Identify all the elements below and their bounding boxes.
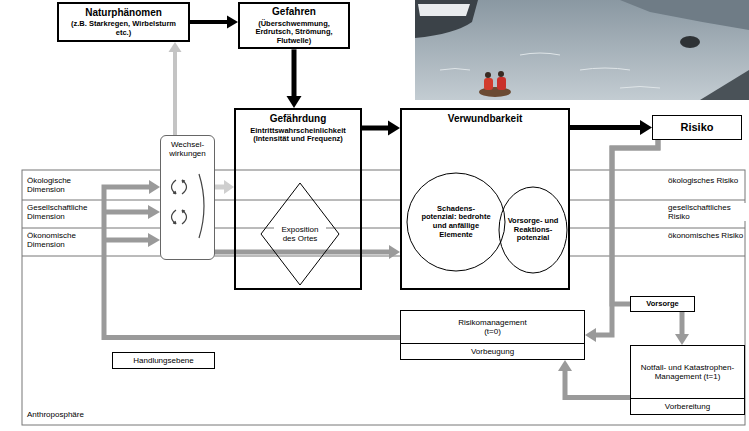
connector	[675, 312, 689, 345]
text-label: Gesellschaftliche Dimension	[27, 203, 99, 221]
connector-line	[570, 125, 641, 130]
arrow-head	[675, 334, 689, 345]
hull-corner	[700, 70, 749, 100]
connector	[558, 360, 630, 398]
node-title: Vorsorge- und Reaktions- potenzial	[507, 217, 559, 243]
node-title: Risikomanagement (t=0)	[401, 311, 584, 343]
far-bank	[620, 0, 749, 30]
precaution-box: Vorsorge	[630, 296, 695, 312]
arrow-head	[169, 42, 182, 52]
node-title: Vorsorge	[646, 300, 678, 309]
interaction-ground	[160, 135, 215, 260]
connector	[190, 16, 238, 29]
connector	[215, 180, 234, 194]
connector-line	[215, 185, 225, 190]
arrow-head	[149, 180, 160, 194]
water	[415, 0, 749, 100]
connector-line	[173, 51, 177, 135]
arrow-head	[640, 120, 652, 135]
connector-line	[292, 49, 297, 97]
node-title: Notfall- und Katastrophen- Management (t…	[631, 346, 744, 398]
connector	[215, 245, 400, 259]
node-title: Verwundbarkeit	[448, 113, 522, 125]
action-level-box: Handlungsebene	[112, 352, 215, 369]
text-label: Ökologische Dimension	[27, 176, 99, 194]
node-title: Risiko	[680, 121, 713, 134]
arrow-head	[224, 180, 234, 194]
node-title: Schadens- potenzial: bedrohte und anfäll…	[420, 205, 492, 240]
connector-line	[362, 126, 389, 131]
text-label: Anthroposphäre	[27, 410, 84, 419]
ripples	[440, 53, 660, 88]
connector	[362, 121, 400, 136]
node-title: Exposition des Ortes	[274, 225, 326, 243]
rowing-boat	[479, 71, 511, 97]
connector	[287, 49, 302, 108]
node-title: Gefährdung	[270, 113, 327, 125]
dimension-arrows	[104, 205, 160, 247]
arrow-head	[585, 328, 596, 342]
connector-line	[104, 187, 400, 338]
connector	[104, 180, 400, 338]
text-label: Ökonomische Dimension	[27, 231, 99, 249]
node-text: (z.B. Starkregen, Wirbelsturm etc.)	[63, 20, 184, 37]
text-label: gesellschaftliches Risiko	[668, 203, 746, 221]
hazard-level-box: GefährdungEintrittswahrscheinlichkeit (I…	[234, 108, 362, 290]
anthroposphere-frame	[22, 170, 745, 425]
node-title: Wechsel- wirkungen	[163, 140, 212, 158]
arrow-head	[389, 245, 400, 259]
coping-ellipse: Vorsorge- und Reaktions- potenzial	[498, 186, 568, 274]
interaction-swirls	[172, 174, 205, 238]
arrow-head	[388, 121, 400, 136]
arrow-head	[287, 96, 302, 108]
arrow-head	[558, 360, 572, 371]
emergency-management-box: Notfall- und Katastrophen- Management (t…	[630, 345, 745, 415]
exposure-diamond: Exposition des Ortes	[260, 182, 340, 286]
connector-line	[612, 140, 658, 304]
node-text: (Überschwemmung, Erdrutsch, Strömung, Fl…	[243, 20, 345, 46]
connector-line	[680, 312, 685, 335]
phenomenon-box: Naturphänomen(z.B. Starkregen, Wirbelstu…	[57, 2, 190, 42]
vulnerability-box: VerwundbarkeitSchadens- potenzial: bedro…	[400, 108, 570, 290]
connector-line	[215, 250, 390, 255]
hazard-box: Gefahren (Überschwemmung, Erdrutsch, Strö…	[238, 2, 350, 49]
connector-line	[565, 370, 630, 398]
ellipse-shape	[499, 187, 567, 273]
node-title: Naturphänomen	[85, 7, 162, 19]
node-text: Vorbereitung	[631, 398, 744, 414]
connector-line	[190, 20, 228, 24]
text-label: ökologisches Risiko	[668, 176, 738, 185]
dimension-band-lines	[22, 200, 745, 256]
node-text: Vorbeugung	[401, 343, 584, 359]
damage-ellipse: Schadens- potenzial: bedrohte und anfäll…	[406, 172, 506, 272]
risk-management-box: Risikomanagement (t=0)Vorbeugung	[400, 310, 585, 360]
rock	[680, 36, 700, 48]
connector	[570, 120, 652, 135]
boat-deck	[418, 4, 470, 16]
boat-hull	[415, 0, 478, 38]
node-title: Gefahren	[272, 6, 316, 18]
connector	[169, 42, 182, 135]
arrow-head	[227, 16, 238, 29]
diamond-shape	[261, 183, 339, 285]
interaction-box: Wechsel- wirkungen	[160, 135, 215, 260]
node-text: Eintrittswahrscheinlichkeit (Intensität …	[239, 127, 357, 144]
flood-photo	[415, 0, 749, 100]
connector	[612, 140, 658, 304]
risk-box: Risiko	[652, 115, 742, 140]
text-label: ökonomisches Risiko	[668, 231, 743, 240]
node-title: Handlungsebene	[133, 356, 194, 365]
ellipse-shape	[407, 173, 505, 271]
